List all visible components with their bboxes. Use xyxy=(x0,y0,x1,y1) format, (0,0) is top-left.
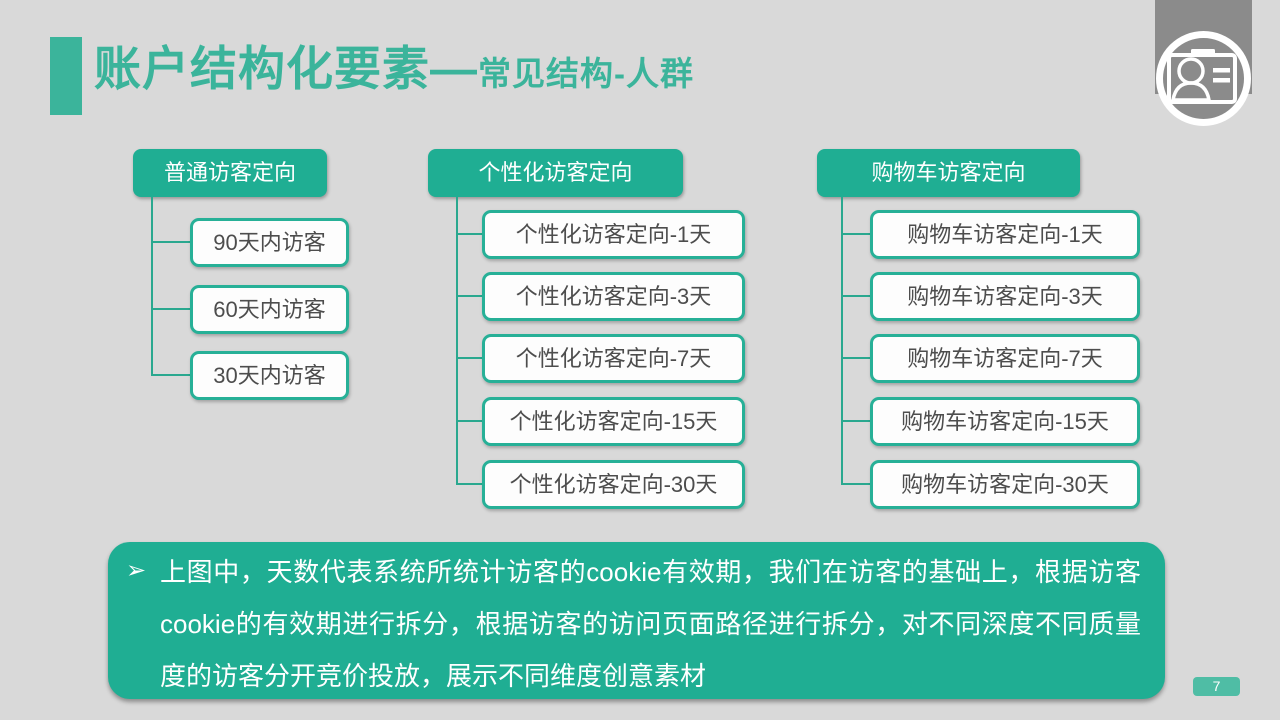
title-sub: 常见结构-人群 xyxy=(478,55,694,92)
connector-line xyxy=(456,357,482,359)
tree-node: 购物车访客定向-15天 xyxy=(870,397,1140,446)
connector-line xyxy=(456,295,482,297)
page-number-badge: 7 xyxy=(1193,677,1240,696)
tree-node: 个性化访客定向-7天 xyxy=(482,334,745,383)
title-accent-bar xyxy=(50,37,82,115)
tree-node: 90天内访客 xyxy=(190,218,349,267)
tree-node: 个性化访客定向-30天 xyxy=(482,460,745,509)
arrow-bullet-icon: ➢ xyxy=(126,557,147,584)
connector-line xyxy=(841,295,870,297)
connector-line xyxy=(841,197,843,485)
note-box: ➢ 上图中，天数代表系统所统计访客的cookie有效期，我们在访客的基础上，根据… xyxy=(108,542,1165,699)
id-card-icon xyxy=(1156,31,1251,126)
tree-node: 30天内访客 xyxy=(190,351,349,400)
tree-node: 购物车访客定向-1天 xyxy=(870,210,1140,259)
title-main: 账户结构化要素— xyxy=(94,42,478,95)
connector-line xyxy=(151,374,190,376)
connector-line xyxy=(456,233,482,235)
tree-node: 个性化访客定向-3天 xyxy=(482,272,745,321)
connector-line xyxy=(151,308,190,310)
note-text: 上图中，天数代表系统所统计访客的cookie有效期，我们在访客的基础上，根据访客… xyxy=(160,557,1141,691)
tree-node: 个性化访客定向-1天 xyxy=(482,210,745,259)
tree-node: 购物车访客定向-30天 xyxy=(870,460,1140,509)
page-title: 账户结构化要素— 常见结构-人群 xyxy=(94,30,694,99)
connector-line xyxy=(456,197,458,485)
tree-node: 60天内访客 xyxy=(190,285,349,334)
tree-node: 购物车访客定向-3天 xyxy=(870,272,1140,321)
connector-line xyxy=(841,357,870,359)
tree-header: 个性化访客定向 xyxy=(428,149,683,197)
tree-node: 购物车访客定向-7天 xyxy=(870,334,1140,383)
connector-line xyxy=(151,197,153,376)
connector-line xyxy=(151,241,190,243)
tree-header: 普通访客定向 xyxy=(133,149,327,197)
connector-line xyxy=(841,420,870,422)
connector-line xyxy=(841,233,870,235)
connector-line xyxy=(456,420,482,422)
connector-line xyxy=(841,483,870,485)
tree-node: 个性化访客定向-15天 xyxy=(482,397,745,446)
connector-line xyxy=(456,483,482,485)
tree-header: 购物车访客定向 xyxy=(817,149,1080,197)
